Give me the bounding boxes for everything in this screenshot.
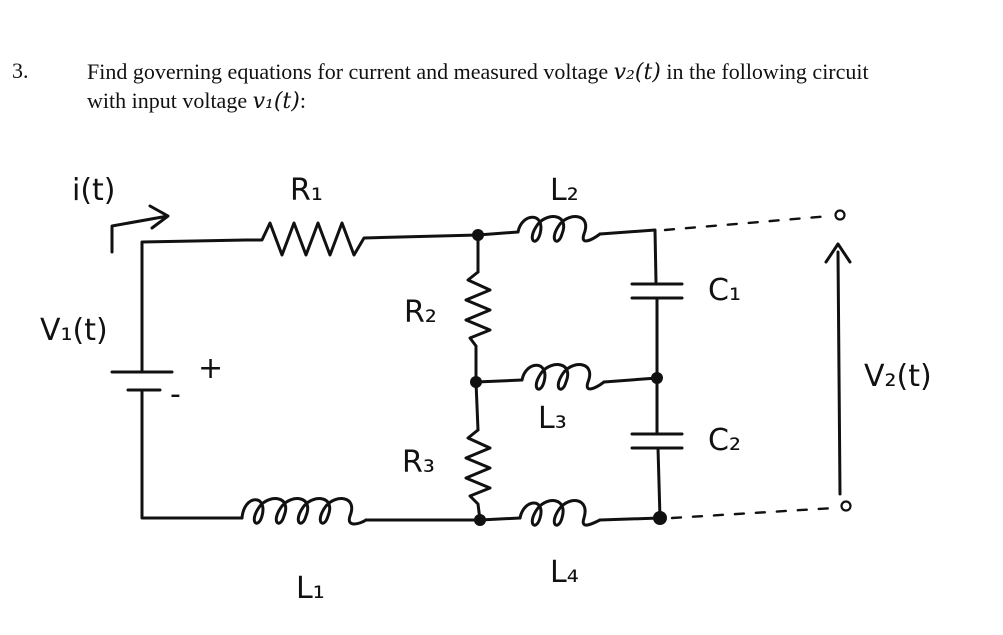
inductor-l2 xyxy=(516,215,602,243)
wire-to-l3 xyxy=(474,378,524,384)
inductor-l3 xyxy=(520,363,606,391)
output-voltage-symbol: v₂(t) xyxy=(613,60,661,85)
resistor-r3 xyxy=(464,428,492,522)
inductor-l1 xyxy=(240,497,368,526)
junction-node-bottom-left xyxy=(474,514,486,526)
label-c2: C₂ xyxy=(708,423,741,458)
label-c1: C₁ xyxy=(708,273,741,308)
label-r3: R₃ xyxy=(402,445,435,480)
junction-node-top xyxy=(472,229,484,241)
resistor-r1 xyxy=(244,221,480,257)
label-l1: L₁ xyxy=(296,571,325,606)
label-v2: V₂(t) xyxy=(864,359,932,394)
output-dash-top xyxy=(663,214,832,232)
label-plus: + xyxy=(198,351,223,386)
label-l3: L₃ xyxy=(538,401,567,436)
label-r2: R₂ xyxy=(404,295,437,330)
label-v1: V₁(t) xyxy=(40,313,108,348)
output-terminal-top xyxy=(834,209,846,221)
wire-left-bottom xyxy=(140,388,244,520)
output-dash-bottom xyxy=(670,506,836,520)
wire-left-top xyxy=(140,238,248,372)
junction-node-bottom-right xyxy=(653,511,667,525)
resistor-r2 xyxy=(464,270,492,384)
label-l4: L₄ xyxy=(550,555,579,590)
wire-l3-to-node xyxy=(602,376,659,384)
output-terminal-bottom xyxy=(840,500,852,512)
inductor-l4 xyxy=(518,499,602,527)
wire-to-l2 xyxy=(476,230,520,237)
label-l2: L₂ xyxy=(550,173,579,208)
input-voltage-symbol: v₁(t) xyxy=(252,89,300,114)
question-line1-prefix: Find governing equations for current and… xyxy=(87,59,614,84)
wire-to-l4 xyxy=(478,516,522,522)
question-line2-prefix: with input voltage xyxy=(87,88,253,113)
current-arrow xyxy=(110,204,170,254)
junction-node-middle-right xyxy=(651,372,663,384)
question: 3. Find governing equations for current … xyxy=(0,58,1003,128)
label-minus: - xyxy=(170,377,181,412)
label-r1: R₁ xyxy=(290,173,323,208)
capacitor-c2 xyxy=(630,432,684,450)
voltage-source-v1 xyxy=(110,370,174,392)
capacitor-c1 xyxy=(630,282,684,300)
question-line1-suffix: in the following circuit xyxy=(660,59,869,84)
question-number: 3. xyxy=(12,58,29,83)
label-current: i(t) xyxy=(72,173,116,208)
question-text: Find governing equations for current and… xyxy=(87,58,997,116)
wire-c2-to-bottom xyxy=(656,446,662,520)
wire-l2-to-c1 xyxy=(598,228,658,284)
v2-arrow xyxy=(824,242,852,496)
question-line2-suffix: : xyxy=(299,88,306,113)
junction-node-middle-left xyxy=(470,376,482,388)
wire-to-r3 xyxy=(474,380,480,432)
wire-l4-to-node xyxy=(598,516,662,522)
